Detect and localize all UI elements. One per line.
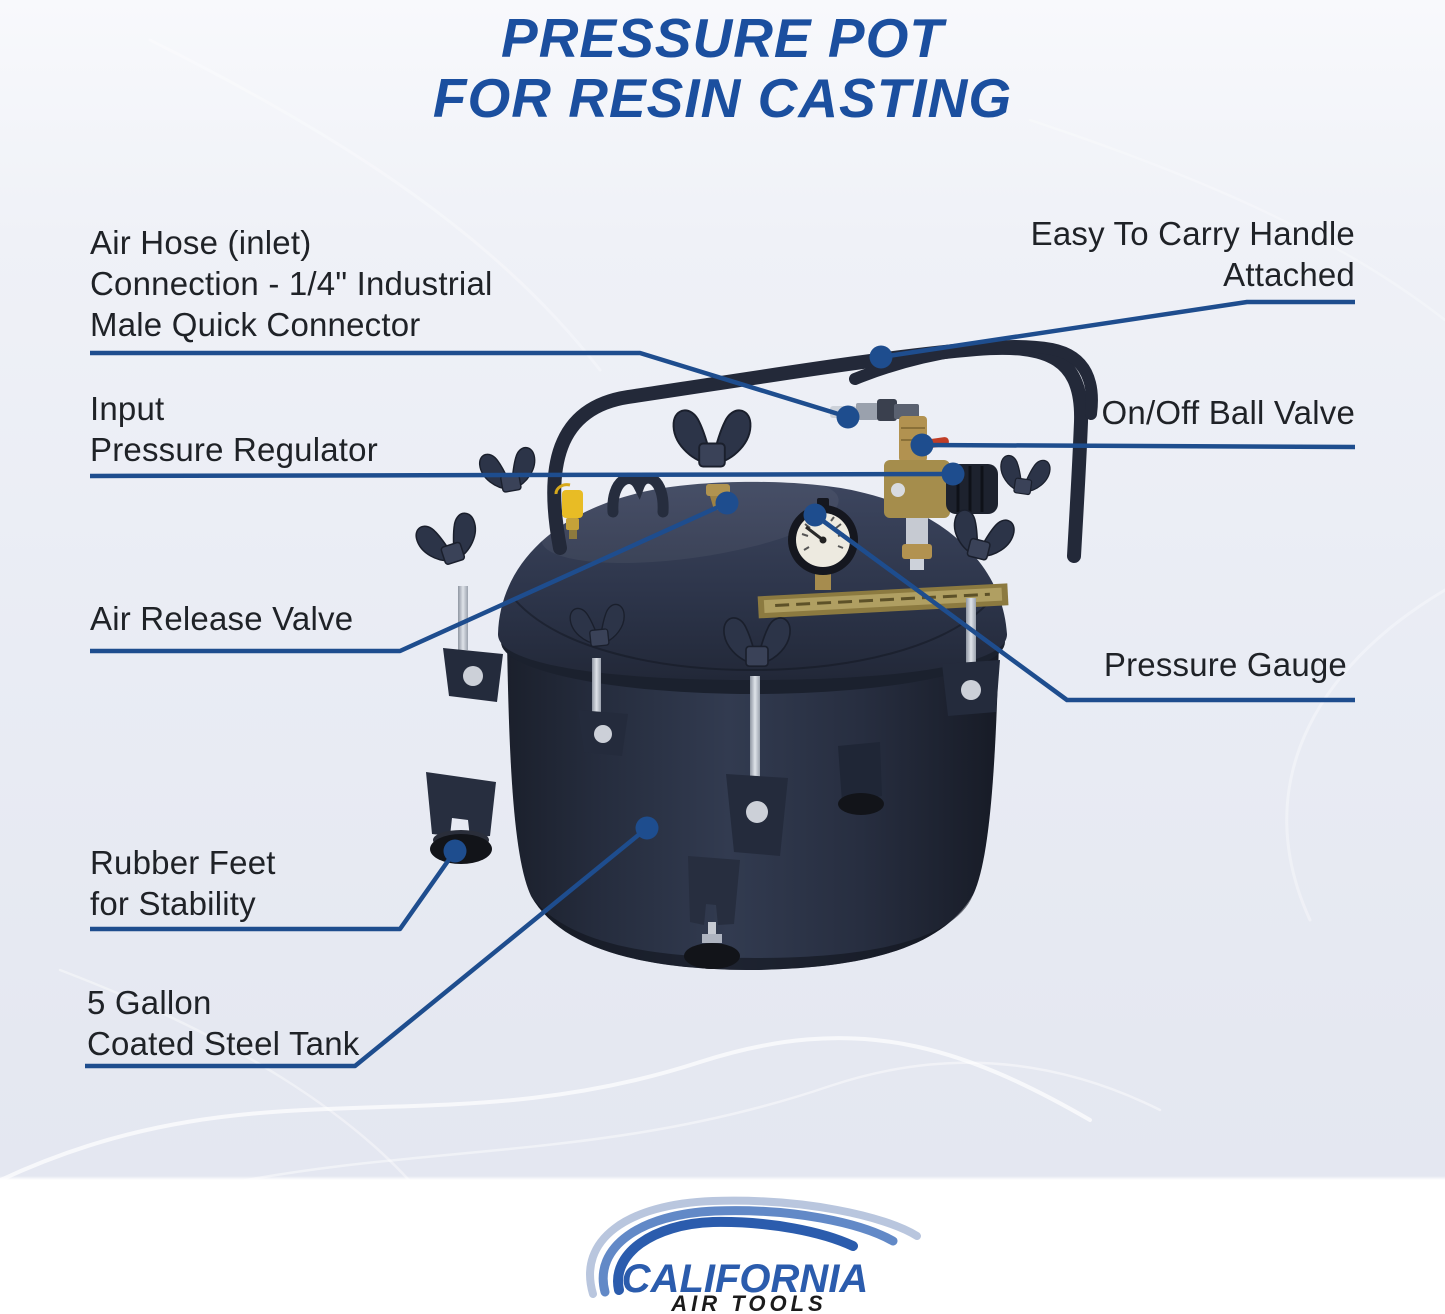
leader-air-hose [90, 350, 849, 420]
leader-dots [443, 345, 965, 863]
pot-body-bottom-shadow [531, 895, 973, 970]
rubber-foot [688, 856, 740, 925]
callout-line: On/Off Ball Valve [1101, 394, 1355, 431]
callout-tank: 5 Gallon Coated Steel Tank [87, 982, 359, 1064]
leader-carry-handle [880, 299, 1355, 360]
callout-input-regulator: Input Pressure Regulator [90, 388, 378, 470]
callout-line: Rubber Feet [90, 844, 276, 881]
callout-carry-handle: Easy To Carry Handle Attached [1031, 213, 1355, 295]
leader-tank [85, 826, 649, 1069]
pressure-gauge-illustration [788, 498, 858, 590]
callout-ball-valve: On/Off Ball Valve [1102, 392, 1355, 433]
callout-pressure-gauge: Pressure Gauge [1104, 644, 1347, 685]
callout-line: Air Release Valve [90, 600, 354, 637]
page-title: PRESSURE POT FOR RESIN CASTING [0, 8, 1445, 128]
callout-line: Attached [1223, 256, 1355, 293]
callout-line: Easy To Carry Handle [1030, 215, 1355, 252]
callout-line: Input [90, 390, 165, 427]
callout-line: Pressure Regulator [90, 431, 378, 468]
leader-rubber-feet [90, 849, 457, 932]
leader-air-release [90, 500, 728, 654]
logo-swoosh-icon [586, 1196, 921, 1298]
lid-edge-crease [514, 599, 992, 672]
callout-line: Male Quick Connector [90, 306, 421, 343]
title-line-2: FOR RESIN CASTING [432, 67, 1013, 129]
leader-lines [85, 299, 1356, 1069]
background-wisps [0, 38, 1445, 1255]
title-line-1: PRESSURE POT [501, 7, 944, 69]
rubber-foot [838, 742, 882, 802]
callout-line: Coated Steel Tank [87, 1025, 360, 1062]
brand-logo-art: CALIFORNIA AIR TOOLS [586, 1196, 921, 1314]
callout-line: 5 Gallon [87, 984, 212, 1021]
carry-handle [547, 340, 1098, 563]
brand-name: CALIFORNIA [622, 1257, 869, 1301]
brand-subtitle: AIR TOOLS [670, 1291, 826, 1314]
clamp-assemblies [443, 586, 1000, 856]
callout-air-release-valve: Air Release Valve [90, 598, 353, 639]
callout-line: Pressure Gauge [1103, 646, 1347, 683]
callout-line: Air Hose (inlet) [90, 224, 312, 261]
callout-air-hose: Air Hose (inlet) Connection - 1/4" Indus… [90, 222, 493, 345]
callout-line: for Stability [90, 885, 256, 922]
callout-rubber-feet: Rubber Feet for Stability [90, 842, 276, 924]
pot-lid [497, 481, 1008, 680]
rubber-feet-illustration [426, 742, 884, 969]
gold-label-plate [757, 583, 1009, 619]
leader-input-regulator [89, 471, 954, 479]
brand-logo: CALIFORNIA AIR TOOLS [565, 1192, 965, 1314]
handle-mount-bracket [607, 472, 669, 518]
safety-valve [554, 483, 583, 539]
leader-ball-valve [921, 442, 1356, 450]
callout-line: Connection - 1/4" Industrial [90, 265, 493, 302]
pressure-pot-illustration [412, 340, 1098, 970]
rubber-foot [426, 772, 496, 838]
leader-pressure-gauge [813, 513, 1355, 703]
